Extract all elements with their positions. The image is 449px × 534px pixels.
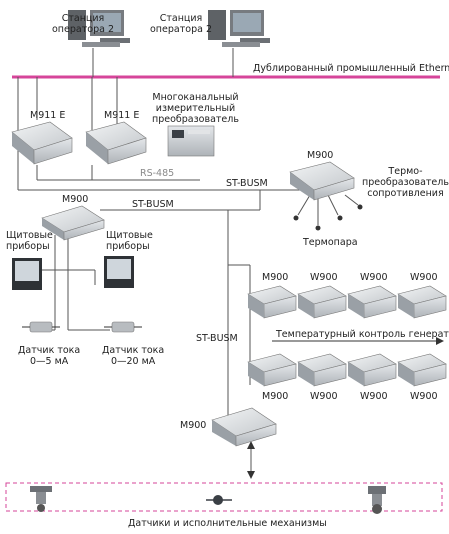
sensor-left-label: Датчик тока 0—5 мА (18, 345, 80, 367)
station-left-line1: Станция (52, 13, 114, 24)
grid-device-top-3-icon (348, 286, 396, 318)
panel-meter-right-icon (104, 256, 134, 288)
grid-top-label-3: W900 (360, 272, 388, 283)
grid-top-label-1: M900 (262, 272, 288, 283)
sensors-actuators-label: Датчики и исполнительные механизмы (128, 518, 327, 529)
sensor-right-line2: 0—20 мА (102, 356, 164, 367)
sensor-left-line2: 0—5 мА (18, 356, 80, 367)
grid-bottom-label-3: W900 (360, 391, 388, 402)
grid-bottom-label-2: W900 (310, 391, 338, 402)
m900-right-label: M900 (307, 150, 333, 161)
thermo-res-line2: преобразователь (362, 177, 449, 188)
panel-right-label: Щитовые приборы (106, 230, 153, 252)
stbusm-top-label: ST-BUSM (226, 178, 268, 189)
temp-control-label: Температурный контроль генератора (276, 329, 449, 340)
m911-left-label: M911 E (30, 110, 65, 121)
grid-device-bottom-3-icon (348, 354, 396, 386)
grid-device-bottom-2-icon (298, 354, 346, 386)
panel-left-line1: Щитовые (6, 230, 53, 241)
sensor-left-line1: Датчик тока (18, 345, 80, 356)
grid-device-bottom-4-icon (398, 354, 446, 386)
panel-right-line1: Щитовые (106, 230, 153, 241)
converter-device-icon (168, 126, 214, 156)
grid-top-label-4: W900 (410, 272, 438, 283)
grid-device-top-1-icon (248, 286, 296, 318)
station-right-line2: оператора 2 (150, 24, 212, 35)
ethernet-label: Дублированный промышленный Ethernet (253, 63, 449, 74)
station-left-line2: оператора 2 (52, 24, 114, 35)
m900-right-device-icon (290, 162, 354, 200)
thermocouple-probe-icon (294, 205, 363, 231)
rs485-label: RS-485 (140, 168, 174, 179)
m900-bottom-label: M900 (180, 420, 206, 431)
thermo-res-line3: сопротивления (362, 188, 449, 199)
m911-right-device-icon (86, 122, 146, 164)
sensor-right-label: Датчик тока 0—20 мА (102, 345, 164, 367)
converter-line3: преобразователь (152, 114, 239, 125)
grid-device-top-2-icon (298, 286, 346, 318)
m911-left-device-icon (12, 122, 72, 164)
station-right-label: Станция оператора 2 (150, 13, 212, 35)
grid-device-top-4-icon (398, 286, 446, 318)
panel-left-line2: приборы (6, 241, 53, 252)
m911-right-label: M911 E (104, 110, 139, 121)
grid-device-bottom-1-icon (248, 354, 296, 386)
thermocouple-label: Термопара (303, 237, 358, 248)
converter-label: Многоканальный измерительный преобразова… (152, 92, 239, 125)
m900-bottom-device-icon (212, 408, 276, 446)
panel-meter-left-icon (12, 258, 42, 290)
converter-line1: Многоканальный (152, 92, 239, 103)
sensor-right-line1: Датчик тока (102, 345, 164, 356)
m900-left-label: M900 (62, 194, 88, 205)
panel-left-label: Щитовые приборы (6, 230, 53, 252)
panel-right-line2: приборы (106, 241, 153, 252)
grid-bottom-label-4: W900 (410, 391, 438, 402)
stbusm-left-label: ST-BUSM (132, 199, 174, 210)
grid-top-label-2: W900 (310, 272, 338, 283)
computer-right-icon (208, 10, 270, 47)
grid-bottom-label-1: M900 (262, 391, 288, 402)
thermo-res-label: Термо- преобразователь сопротивления (362, 166, 449, 199)
sensor-middle-icon (206, 495, 232, 505)
stbusm-vertical-label: ST-BUSM (196, 333, 238, 344)
station-right-line1: Станция (150, 13, 212, 24)
station-left-label: Станция оператора 2 (52, 13, 114, 35)
valve-right-icon (368, 486, 386, 514)
converter-line2: измерительный (152, 103, 239, 114)
valve-left-icon (30, 486, 52, 512)
thermo-res-line1: Термо- (362, 166, 449, 177)
